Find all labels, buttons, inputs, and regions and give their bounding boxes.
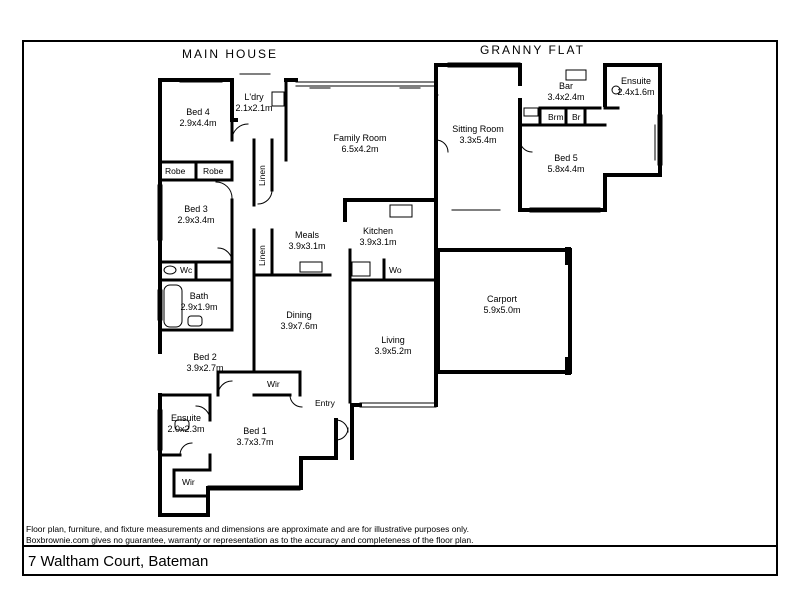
door-swings	[179, 123, 533, 456]
disclaimer-line-2: Boxbrownie.com gives no guarantee, warra…	[26, 535, 474, 545]
granny-flat-title: GRANNY FLAT	[480, 43, 585, 57]
fixtures	[163, 69, 621, 431]
label-robe-1: Robe	[165, 166, 186, 176]
windows	[157, 62, 663, 491]
label-linen-2: Linen	[257, 245, 267, 266]
sliding-door-arrows	[239, 73, 656, 211]
label-robe-2: Robe	[203, 166, 224, 176]
main-house-interior-walls	[158, 78, 438, 498]
label-brm: Brm	[548, 112, 564, 122]
label-br: Br	[572, 112, 581, 122]
address-bar: 7 Waltham Court, Bateman	[22, 545, 778, 576]
granny-flat-interior-walls	[518, 106, 620, 127]
label-wir-1: Wir	[267, 379, 280, 389]
granny-flat-walls	[434, 63, 662, 212]
plan-frame	[22, 40, 778, 576]
label-wo: Wo	[389, 265, 402, 275]
label-entry: Entry	[315, 398, 335, 408]
label-linen-1: Linen	[257, 165, 267, 186]
carport-outline	[436, 248, 572, 374]
main-house-title: MAIN HOUSE	[182, 47, 279, 61]
label-wc: Wc	[180, 265, 193, 275]
label-wir-2: Wir	[182, 477, 195, 487]
property-address: 7 Waltham Court, Bateman	[28, 553, 209, 570]
disclaimer-line-1: Floor plan, furniture, and fixture measu…	[26, 524, 470, 534]
